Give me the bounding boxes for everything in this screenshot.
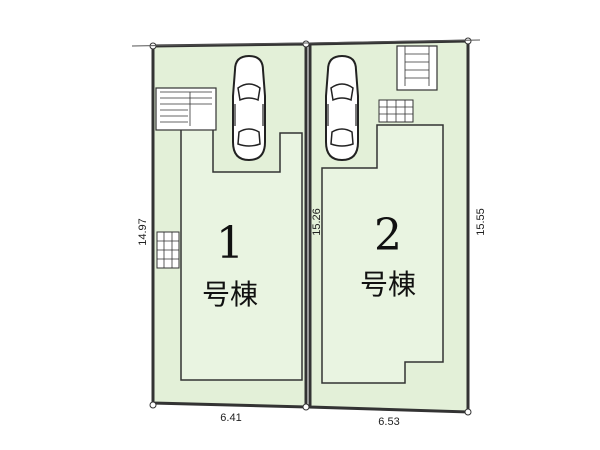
lot-1-building bbox=[180, 128, 303, 381]
utility-grid-icon bbox=[156, 231, 180, 269]
lot-1-number: 1 bbox=[216, 218, 244, 269]
lot-1-width-dim: 6.41 bbox=[220, 412, 241, 424]
car-icon bbox=[325, 54, 359, 162]
lot-1-label: 号棟 bbox=[202, 278, 258, 311]
lot-2-depth-dim-left: 15.26 bbox=[311, 208, 323, 236]
utility-grid-icon bbox=[378, 99, 414, 123]
road-edge bbox=[131, 39, 481, 47]
lot-1: 1 号棟 bbox=[151, 42, 308, 409]
lot-2-depth-dim-right: 15.55 bbox=[475, 208, 487, 236]
stairs-icon bbox=[155, 87, 217, 131]
lot-2-label: 号棟 bbox=[360, 268, 416, 301]
lot-2: 2 号棟 bbox=[308, 39, 470, 414]
lot-2-building bbox=[321, 124, 444, 384]
lot-2-number: 2 bbox=[374, 210, 402, 261]
lot-1-depth-dim: 14.97 bbox=[137, 218, 149, 246]
stairs-icon bbox=[396, 45, 438, 91]
car-icon bbox=[232, 54, 266, 162]
lot-2-width-dim: 6.53 bbox=[378, 416, 399, 428]
